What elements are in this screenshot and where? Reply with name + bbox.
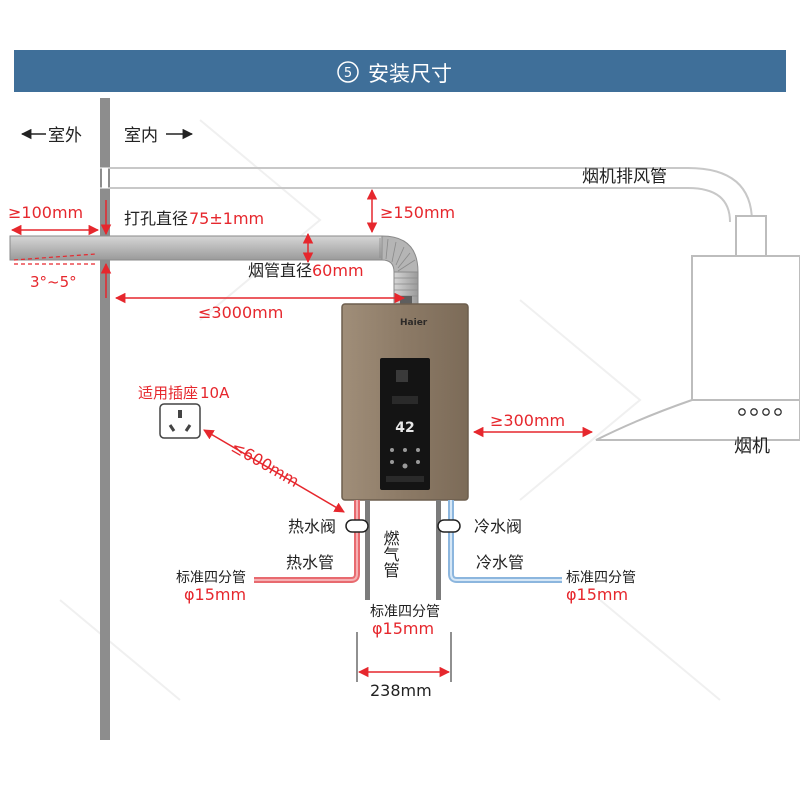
water-heater: Haier 42 xyxy=(341,303,469,501)
dim-outer-extension: ≥100mm xyxy=(8,203,100,236)
hot-water-valve-label: 热水阀 xyxy=(288,517,336,536)
wall xyxy=(100,98,110,740)
hot-water-pipe-label: 热水管 xyxy=(286,553,334,572)
range-hood xyxy=(595,215,800,441)
step-number: 5 xyxy=(344,66,352,81)
wall-duct-gap xyxy=(102,168,108,188)
outdoor-label: 室外 xyxy=(48,126,82,146)
socket-prefix: 适用插座 xyxy=(138,384,198,402)
display-logo-strip xyxy=(386,476,424,482)
dim-hole-diameter: 打孔直径 75±1mm xyxy=(100,200,264,298)
dim-flue-diameter: 烟管直径 60mm xyxy=(248,232,364,280)
cold-water-valve xyxy=(437,519,461,533)
cold-water-pipe-label: 冷水管 xyxy=(476,553,524,572)
dim-top-clearance: ≥150mm xyxy=(366,188,455,234)
gas-pipe-diameter: φ15mm xyxy=(372,619,434,638)
inlet-connector xyxy=(436,500,441,600)
dim-outer-extension-text: ≥100mm xyxy=(8,203,83,222)
dim-pipe-spacing: 238mm xyxy=(356,632,452,700)
display-mode-strip xyxy=(392,396,418,404)
background-pattern xyxy=(59,119,721,701)
dim-side-clearance: ≥300mm xyxy=(472,411,594,438)
gas-pipe-label: 燃气管 xyxy=(381,530,400,578)
header-bar: 5 安装尺寸 xyxy=(14,50,786,92)
wall-hole-top xyxy=(100,232,110,236)
hot-water-pipe-highlight xyxy=(254,500,358,581)
dim-flue-length: ≤3000mm xyxy=(114,292,406,322)
step-badge xyxy=(337,61,359,83)
dim-top-clearance-text: ≥150mm xyxy=(380,203,455,222)
heater-display-panel xyxy=(380,358,430,490)
flue-pipe xyxy=(9,235,419,307)
socket-plate xyxy=(159,403,201,439)
range-hood-label: 烟机 xyxy=(734,436,770,457)
heater-brand: Haier xyxy=(400,318,428,328)
dim-socket-distance-text: ≤600mm xyxy=(228,437,303,491)
indoor-label: 室内 xyxy=(124,126,158,146)
pipes xyxy=(254,500,562,600)
hole-diameter-value: 75±1mm xyxy=(189,209,264,228)
dim-pipe-spacing-text: 238mm xyxy=(370,681,432,700)
wall-side-labels: 室外 室内 xyxy=(20,126,194,146)
display-temperature: 42 xyxy=(395,420,414,436)
dim-slope-text: 3°~5° xyxy=(30,273,77,291)
flue-diameter-prefix: 烟管直径 xyxy=(248,261,312,280)
hole-diameter-prefix: 打孔直径 xyxy=(124,209,188,228)
wall-hole-bottom xyxy=(100,260,110,264)
hot-water-valve xyxy=(345,519,369,533)
cold-pipe-diameter: φ15mm xyxy=(566,585,628,604)
section-title: 安装尺寸 xyxy=(368,62,452,86)
hood-control-buttons xyxy=(738,408,782,416)
display-icon xyxy=(396,370,408,382)
gas-pipe-spec: 标准四分管 xyxy=(370,604,440,620)
hot-pipe-spec: 标准四分管 xyxy=(176,570,246,586)
header-background xyxy=(14,50,786,92)
flue-diameter-value: 60mm xyxy=(312,261,364,280)
dim-slope: 3°~5° xyxy=(13,253,97,291)
hood-exhaust-label: 烟机排风管 xyxy=(582,167,667,187)
cold-pipe-spec: 标准四分管 xyxy=(566,570,636,586)
socket-rating: 10A xyxy=(200,384,230,402)
cold-water-valve-label: 冷水阀 xyxy=(474,517,522,536)
dim-flue-length-text: ≤3000mm xyxy=(198,303,283,322)
hot-pipe-diameter: φ15mm xyxy=(184,585,246,604)
gas-spec-background xyxy=(368,600,452,620)
socket: 适用插座 10A xyxy=(138,384,230,439)
dim-socket-distance: ≤600mm xyxy=(203,429,345,513)
dim-side-clearance-text: ≥300mm xyxy=(490,411,565,430)
cold-water-pipe-highlight xyxy=(450,500,562,581)
display-buttons xyxy=(390,448,420,469)
gas-pipe xyxy=(365,500,370,600)
